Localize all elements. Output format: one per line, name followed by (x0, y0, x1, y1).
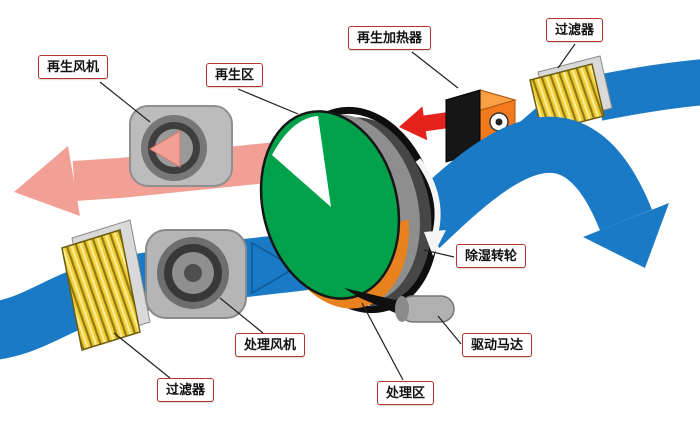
filter-bottom-pleats (61, 229, 141, 351)
wheel-regen-sector (272, 116, 331, 207)
drive-motor-unit (344, 288, 455, 323)
regen-inlet-duct (593, 59, 700, 121)
label-filter-top: 过滤器 (546, 18, 604, 42)
filter-top-box (529, 55, 613, 133)
supply-air-arrowhead (583, 203, 669, 268)
wheel-rotation-arrowhead (424, 230, 446, 256)
supply-air-arrow (400, 116, 669, 268)
regen-fan-flow-arrow (149, 130, 181, 168)
leader-motor (437, 315, 462, 345)
label-drive-motor: 驱动马达 (462, 333, 533, 357)
regen-exhaust-arrowhead (14, 146, 80, 216)
process-fan-axle (184, 264, 202, 282)
label-regen-fan: 再生风机 (38, 55, 109, 79)
regen-inlet-flow (593, 59, 700, 121)
leader-process-zone (361, 302, 404, 381)
desiccant-wheel (259, 106, 446, 314)
hot-air-arrow (399, 106, 458, 141)
regen-fan-unit (129, 105, 233, 187)
label-process-zone: 处理区 (377, 381, 435, 405)
motor-end-cap (395, 296, 409, 322)
label-regen-zone: 再生区 (206, 63, 264, 87)
leader-regen-heater (411, 51, 459, 89)
filter-top-pleats (529, 63, 605, 133)
leader-regen-zone (237, 88, 299, 115)
label-filter-bottom: 过滤器 (157, 378, 215, 402)
heater-dial-center (495, 118, 503, 126)
process-air-chevron (251, 241, 297, 295)
leader-regen-fan (99, 81, 151, 123)
process-fan-unit (145, 229, 247, 319)
filter-bottom-box (61, 219, 151, 351)
drive-belt (344, 288, 412, 320)
leader-wheel (423, 249, 455, 258)
supply-air-flow (400, 116, 653, 249)
label-regen-heater: 再生加热器 (348, 26, 432, 50)
wheel-rotation-arrow (415, 158, 441, 239)
leader-process-fan (219, 297, 264, 334)
leader-lines (99, 43, 576, 381)
label-process-fan: 处理风机 (235, 333, 306, 357)
leader-filter-top (557, 43, 576, 69)
label-dehumid-wheel: 除湿转轮 (456, 244, 527, 268)
leader-filter-bottom (113, 332, 171, 379)
